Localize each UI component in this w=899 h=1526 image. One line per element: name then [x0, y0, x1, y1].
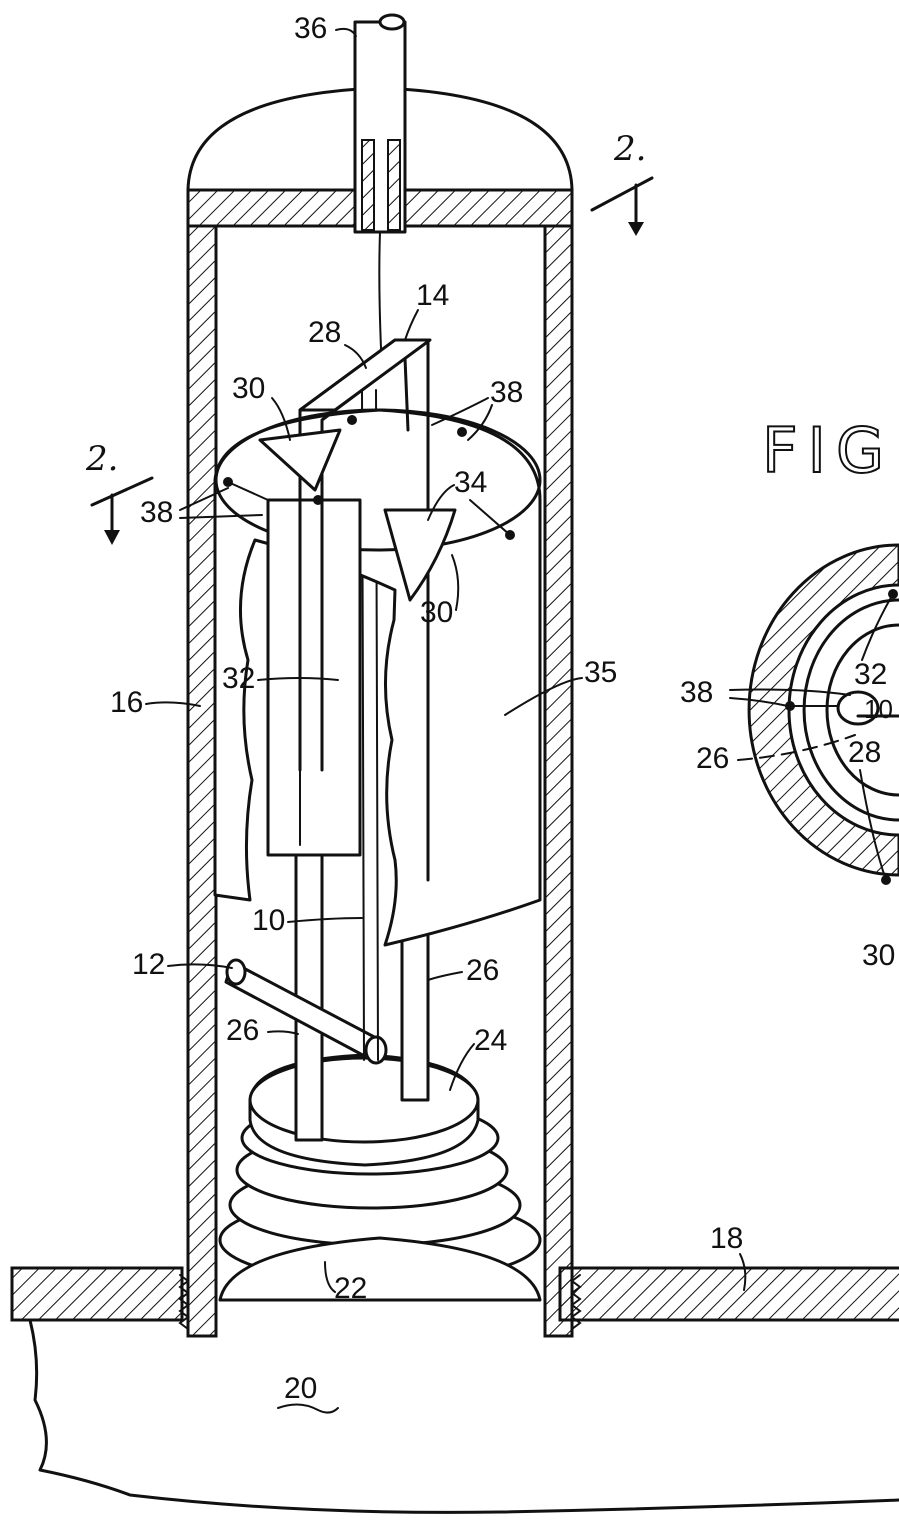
label-26-left: 26 [226, 1014, 259, 1047]
plate-right [558, 1266, 899, 1322]
section-mark-left: 2. [85, 439, 118, 479]
label-38-left: 38 [140, 496, 173, 529]
label-10: 10 [252, 904, 285, 937]
vane-34 [383, 508, 457, 602]
section-mark-right: 2. [613, 129, 646, 169]
fig2-label-26: 26 [696, 742, 729, 775]
figure-title: FIG [762, 414, 894, 487]
label-20: 20 [284, 1372, 317, 1405]
label-18: 18 [710, 1222, 743, 1255]
fig2-label-28: 28 [848, 736, 881, 769]
bellows-opening [218, 1236, 542, 1302]
label-30-top: 30 [232, 372, 265, 405]
label-22: 22 [334, 1272, 367, 1305]
label-30-mid: 30 [420, 596, 453, 629]
ground-body [28, 1318, 899, 1514]
label-35: 35 [584, 656, 617, 689]
fig2-label-30: 30 [862, 939, 895, 972]
label-12: 12 [132, 948, 165, 981]
label-24: 24 [474, 1024, 507, 1057]
housing-right-wall [543, 224, 574, 1338]
label-36: 36 [294, 12, 327, 45]
plate-left [10, 1266, 184, 1322]
fig2-label-10: 10 [864, 694, 893, 724]
bar-28 [298, 338, 432, 412]
label-26-right: 26 [466, 954, 499, 987]
label-38-top: 38 [490, 376, 523, 409]
label-28: 28 [308, 316, 341, 349]
fig2-label-32: 32 [854, 658, 887, 691]
fig2-outer [747, 543, 899, 877]
label-16: 16 [110, 686, 143, 719]
label-34: 34 [454, 466, 487, 499]
fig2-label-38: 38 [680, 676, 713, 709]
fig2-inner-ring [802, 598, 899, 822]
label-14: 14 [416, 279, 449, 312]
label-32: 32 [222, 662, 255, 695]
housing-left-wall [186, 224, 218, 1338]
